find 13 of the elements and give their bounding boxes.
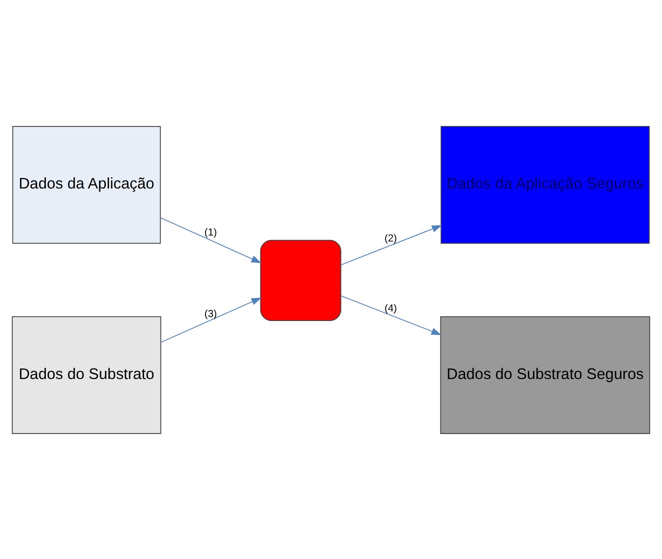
node-box: Dados do Substrato Seguros <box>440 316 650 434</box>
node-box: Dados da Aplicação <box>12 125 161 244</box>
arrow <box>340 224 442 265</box>
edge-label: (2) <box>384 233 397 244</box>
arrow <box>160 216 262 263</box>
node-box: Dados da Aplicação Seguros <box>440 125 650 244</box>
edge-label: (3) <box>204 308 217 320</box>
arrow <box>340 294 442 335</box>
node-box: Dados do Substrato <box>12 316 162 434</box>
arrow <box>160 296 262 342</box>
node-box <box>260 239 342 320</box>
edge-label: (1) <box>204 227 217 238</box>
edge-label: (4) <box>384 303 397 314</box>
